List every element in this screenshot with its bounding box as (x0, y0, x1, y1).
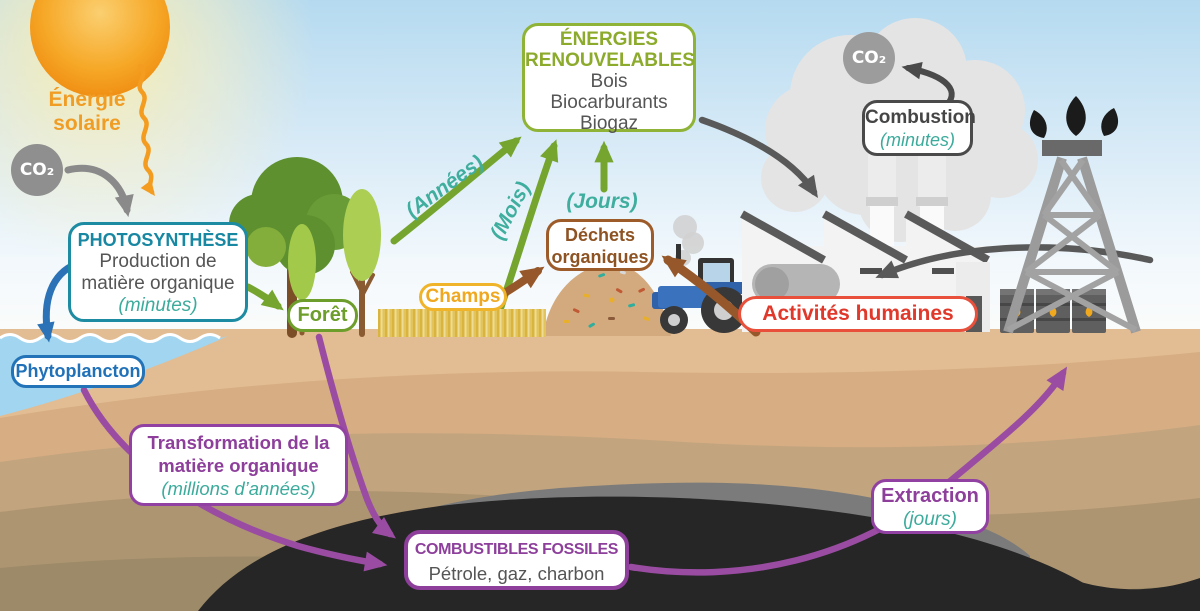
co2-right-text: CO₂ (851, 48, 887, 68)
activites-humaines-box: Activités humaines (738, 296, 978, 332)
champs-box: Champs (419, 283, 507, 311)
oil-derrick-icon (1003, 96, 1141, 334)
photosynthese-box: PHOTOSYNTHÈSE Production de matière orga… (68, 222, 248, 322)
sun-icon (30, 0, 170, 97)
solar-energy-line2: solaire (53, 112, 121, 135)
energies-item-biogaz: Biogaz (579, 113, 639, 134)
energies-title-line1: ÉNERGIES (559, 29, 659, 50)
foret-label: Forêt (297, 304, 348, 326)
fossil-fuel-deposit-tail (1060, 575, 1200, 611)
arrow-solar-energy (137, 63, 155, 197)
solar-energy-line1: Énergie (48, 88, 126, 111)
foret-box: Forêt (287, 299, 358, 332)
co2-badge-right: CO₂ (843, 32, 895, 84)
compost-pile-icon (543, 263, 671, 336)
arrow-foret-to-fossiles (315, 333, 396, 539)
extraction-title: Extraction (881, 485, 979, 507)
arrow-phytoplancton-to-fossiles (80, 386, 388, 572)
transformation-duration: (millions d’années) (161, 478, 316, 499)
dechets-line2: organiques (551, 247, 649, 267)
dechets-organiques-box: Déchets organiques (546, 219, 654, 271)
phytoplancton-box: Phytoplancton (11, 355, 145, 388)
wheat-field-icon (378, 309, 546, 337)
photosynthese-title: PHOTOSYNTHÈSE (77, 230, 239, 250)
arrow-energies-to-factory (698, 116, 818, 198)
combustion-box: Combustion (minutes) (862, 100, 976, 156)
dechets-line1: Déchets (564, 225, 636, 245)
energies-item-biocarburants: Biocarburants (550, 92, 668, 113)
arrow-co2-to-photosynthese (64, 164, 134, 218)
combustion-title: Combustion (865, 107, 976, 128)
photosynthese-duration: (minutes) (118, 295, 198, 316)
energies-title-line2: RENOUVELABLES (525, 50, 695, 71)
transformation-line1: Transformation de la (147, 432, 330, 453)
arrow-label-jours: (Jours) (566, 190, 638, 213)
champs-label: Champs (425, 286, 501, 307)
energies-renouvelables-box: ÉNERGIES RENOUVELABLES Bois Biocarburant… (522, 23, 696, 134)
energies-item-bois: Bois (590, 71, 628, 92)
co2-left-text: CO₂ (19, 160, 55, 180)
phytoplancton-label: Phytoplancton (15, 361, 141, 381)
arrow-photosynthese-to-foret (244, 283, 284, 311)
photosynthese-line2: matière organique (81, 273, 235, 294)
extraction-box: Extraction (jours) (871, 479, 989, 534)
combustibles-subtitle: Pétrole, gaz, charbon (428, 563, 605, 584)
co2-badge-left: CO₂ (11, 144, 63, 196)
forest-icon (229, 157, 381, 338)
arrow-foret-to-energies (390, 136, 522, 245)
combustion-duration: (minutes) (879, 130, 955, 150)
transformation-line2: matière organique (158, 455, 319, 476)
combustibles-title: COMBUSTIBLES FOSSILES (414, 541, 619, 558)
combustibles-fossiles-box: COMBUSTIBLES FOSSILES Pétrole, gaz, char… (404, 530, 629, 590)
photosynthese-line1: Production de (99, 251, 217, 272)
activites-label: Activités humaines (762, 302, 954, 325)
extraction-duration: (jours) (903, 509, 957, 530)
transformation-box: Transformation de la matière organique (… (129, 424, 348, 506)
solar-energy-label: Énergie solaire (27, 88, 147, 136)
